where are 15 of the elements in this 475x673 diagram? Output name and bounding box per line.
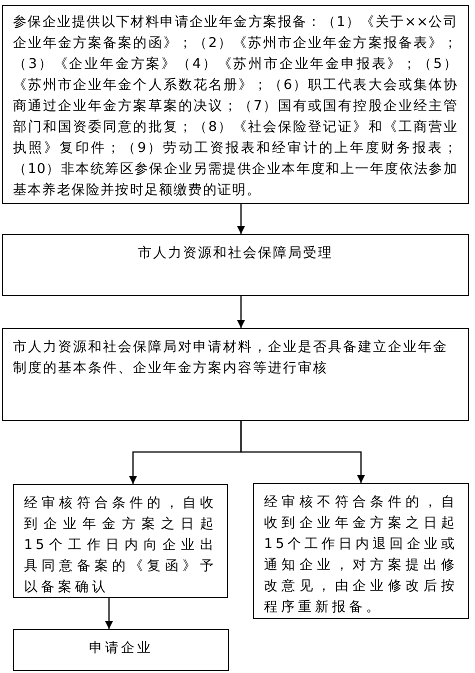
arrow (237, 296, 245, 328)
step-text: 市人力资源和社会保障局受理 (137, 244, 334, 263)
arrow (240, 421, 365, 483)
process-box (13, 629, 229, 671)
step-text: 申请企业 (88, 639, 154, 658)
step-text: 经审核符合条件的，自收到企业年金方案之日起15个工作日内向企业出具同意备案的《复函》予以备案确认 (24, 494, 217, 597)
process-box (2, 234, 469, 296)
step-text: 经审核不符合条件的，自收到企业年金方案之日起15个工作日内退回企业或通知企业，对方案提出修改意见，由企业修改后按程序重新报备。 (264, 493, 458, 617)
process-box (13, 484, 228, 598)
arrow (237, 204, 245, 234)
step-text: 市人力资源和社会保障局对申请材料，企业是否具备建立企业年金制度的基本条件、企业年金方案内容等进行审核 (13, 338, 449, 378)
arrow (105, 598, 113, 629)
step-text: 参保企业提供以下材料申请企业年金方案报备：（1）《关于××公司企业年金方案备案的函》；（2）《苏州市企业年金方案报备表》；（3）《企业年金方案》（4）《苏州市企业年金申报表》；（5）《苏州市企业年金个人系数花名册》；（6）职工代表大会或集体协商通过企业年金方案草案的决议；（7）国有或国有控股企业经主管部门和国资委同意的批复；（8）《社会保险登记证》和《工商营业执照》复印件；（9）劳动工资报表和经审计的上年度财务报表；（10）非本统筹区参保企业另需提供企业本年度和上一年度依法参加基本养老保险并按时足额缴费的证明。 (13, 13, 458, 200)
process-box (2, 328, 469, 421)
process-box (253, 483, 469, 619)
